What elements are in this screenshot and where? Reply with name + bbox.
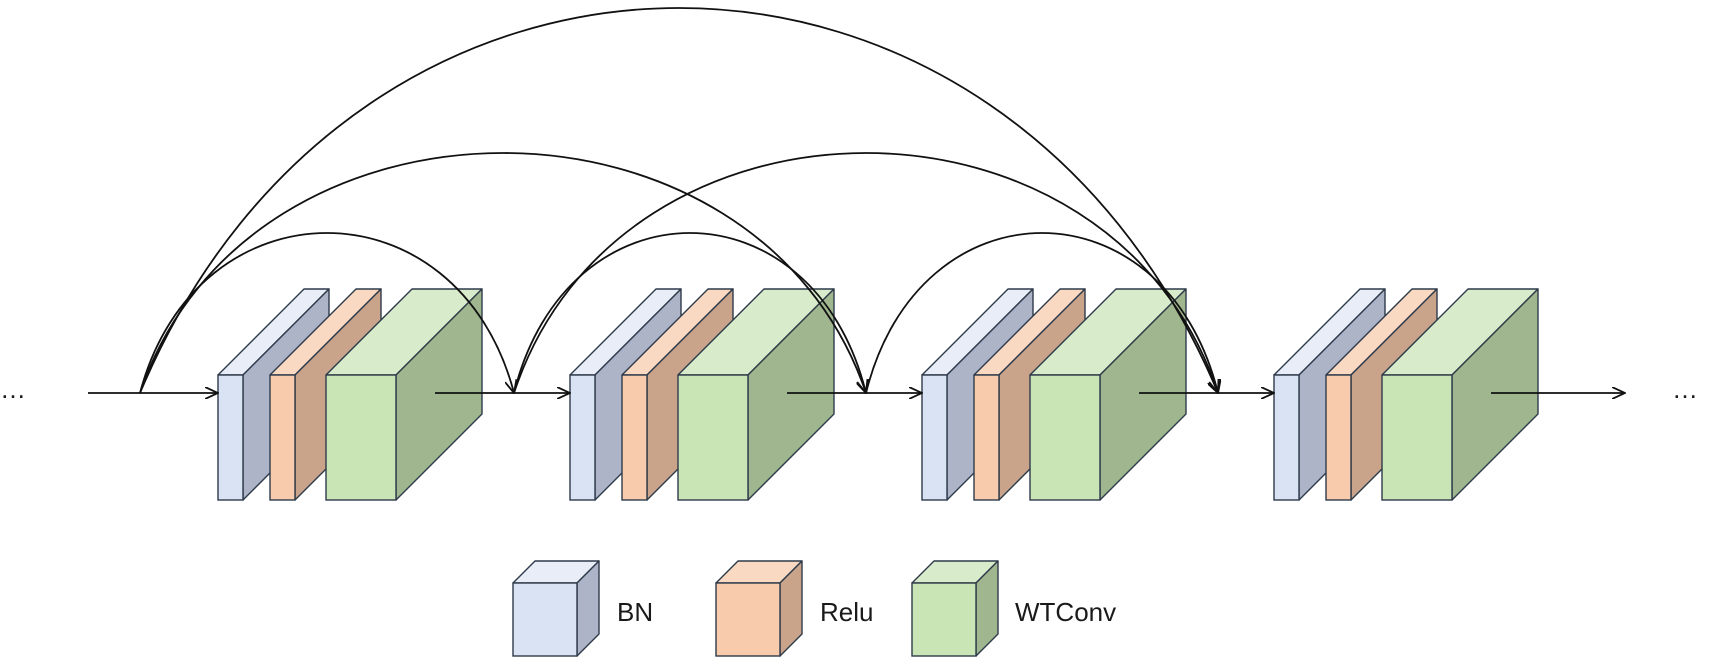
legend-item-relu: Relu: [715, 560, 873, 657]
legend-swatch-relu: [715, 560, 803, 657]
dense-block-4: [1273, 288, 1539, 501]
legend-swatch-bn: [512, 560, 600, 657]
legend-item-wtconv: WTConv: [911, 560, 1116, 657]
ellipsis-left: …: [0, 374, 26, 404]
skip-connection-2-to-3: [513, 232, 866, 393]
block-3-wtconv-layer: [1029, 288, 1187, 501]
legend-label-bn: BN: [617, 597, 653, 627]
dense-block-3: [921, 288, 1187, 501]
legend-swatch-wtconv: [911, 560, 999, 657]
block-1-wtconv-layer: [325, 288, 483, 501]
skip-connection-3-to-4: [865, 232, 1218, 393]
block-4-wtconv-layer: [1381, 288, 1539, 501]
ellipsis-right: …: [1672, 374, 1698, 404]
legend-item-bn: BN: [512, 560, 653, 657]
legend-label-relu: Relu: [820, 597, 873, 627]
dense-block-1: [217, 288, 483, 501]
skip-connection-1-to-4: [139, 7, 1218, 393]
skip-connection-1-to-2: [139, 232, 514, 393]
dense-block-2: [569, 288, 835, 501]
legend: BN Relu WTConv: [512, 560, 1116, 657]
legend-label-wtconv: WTConv: [1015, 597, 1116, 627]
block-2-wtconv-layer: [677, 288, 835, 501]
